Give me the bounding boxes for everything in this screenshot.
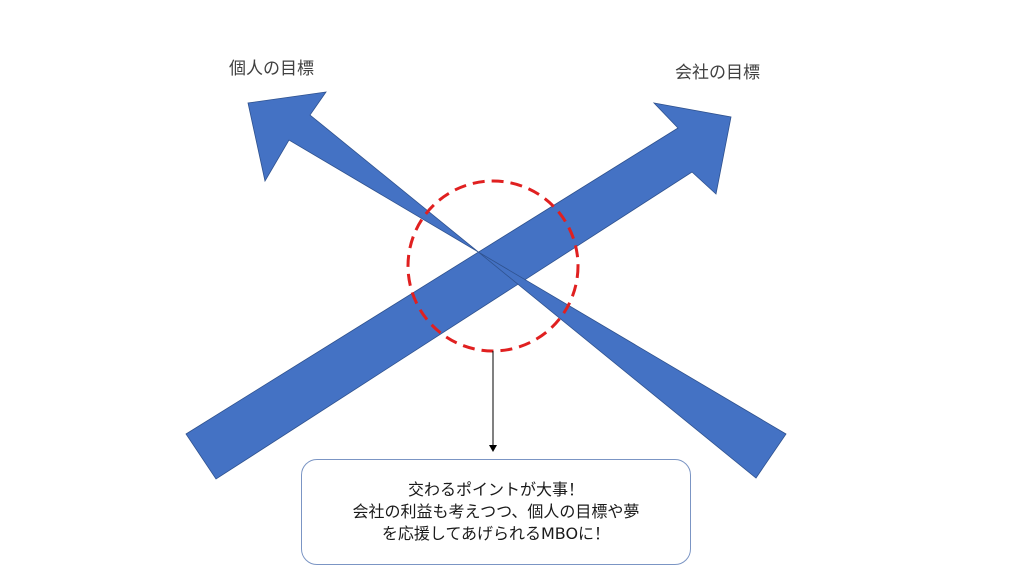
company-goal-label: 会社の目標 (675, 63, 760, 83)
callout-line: 交わるポイントが大事！ (407, 480, 584, 499)
callout-line: を応援してあげられるMBOに！ (381, 524, 611, 543)
callout-connector-arrowhead (489, 445, 497, 452)
personal-goal-arrow (247, 91, 787, 479)
callout-box: 交わるポイントが大事！ 会社の利益も考えつつ、個人の目標や夢 を応援してあげられ… (301, 459, 691, 565)
company-goal-arrow (185, 102, 732, 480)
callout-line: 会社の利益も考えつつ、個人の目標や夢 (352, 502, 640, 521)
personal-goal-label: 個人の目標 (229, 59, 314, 79)
